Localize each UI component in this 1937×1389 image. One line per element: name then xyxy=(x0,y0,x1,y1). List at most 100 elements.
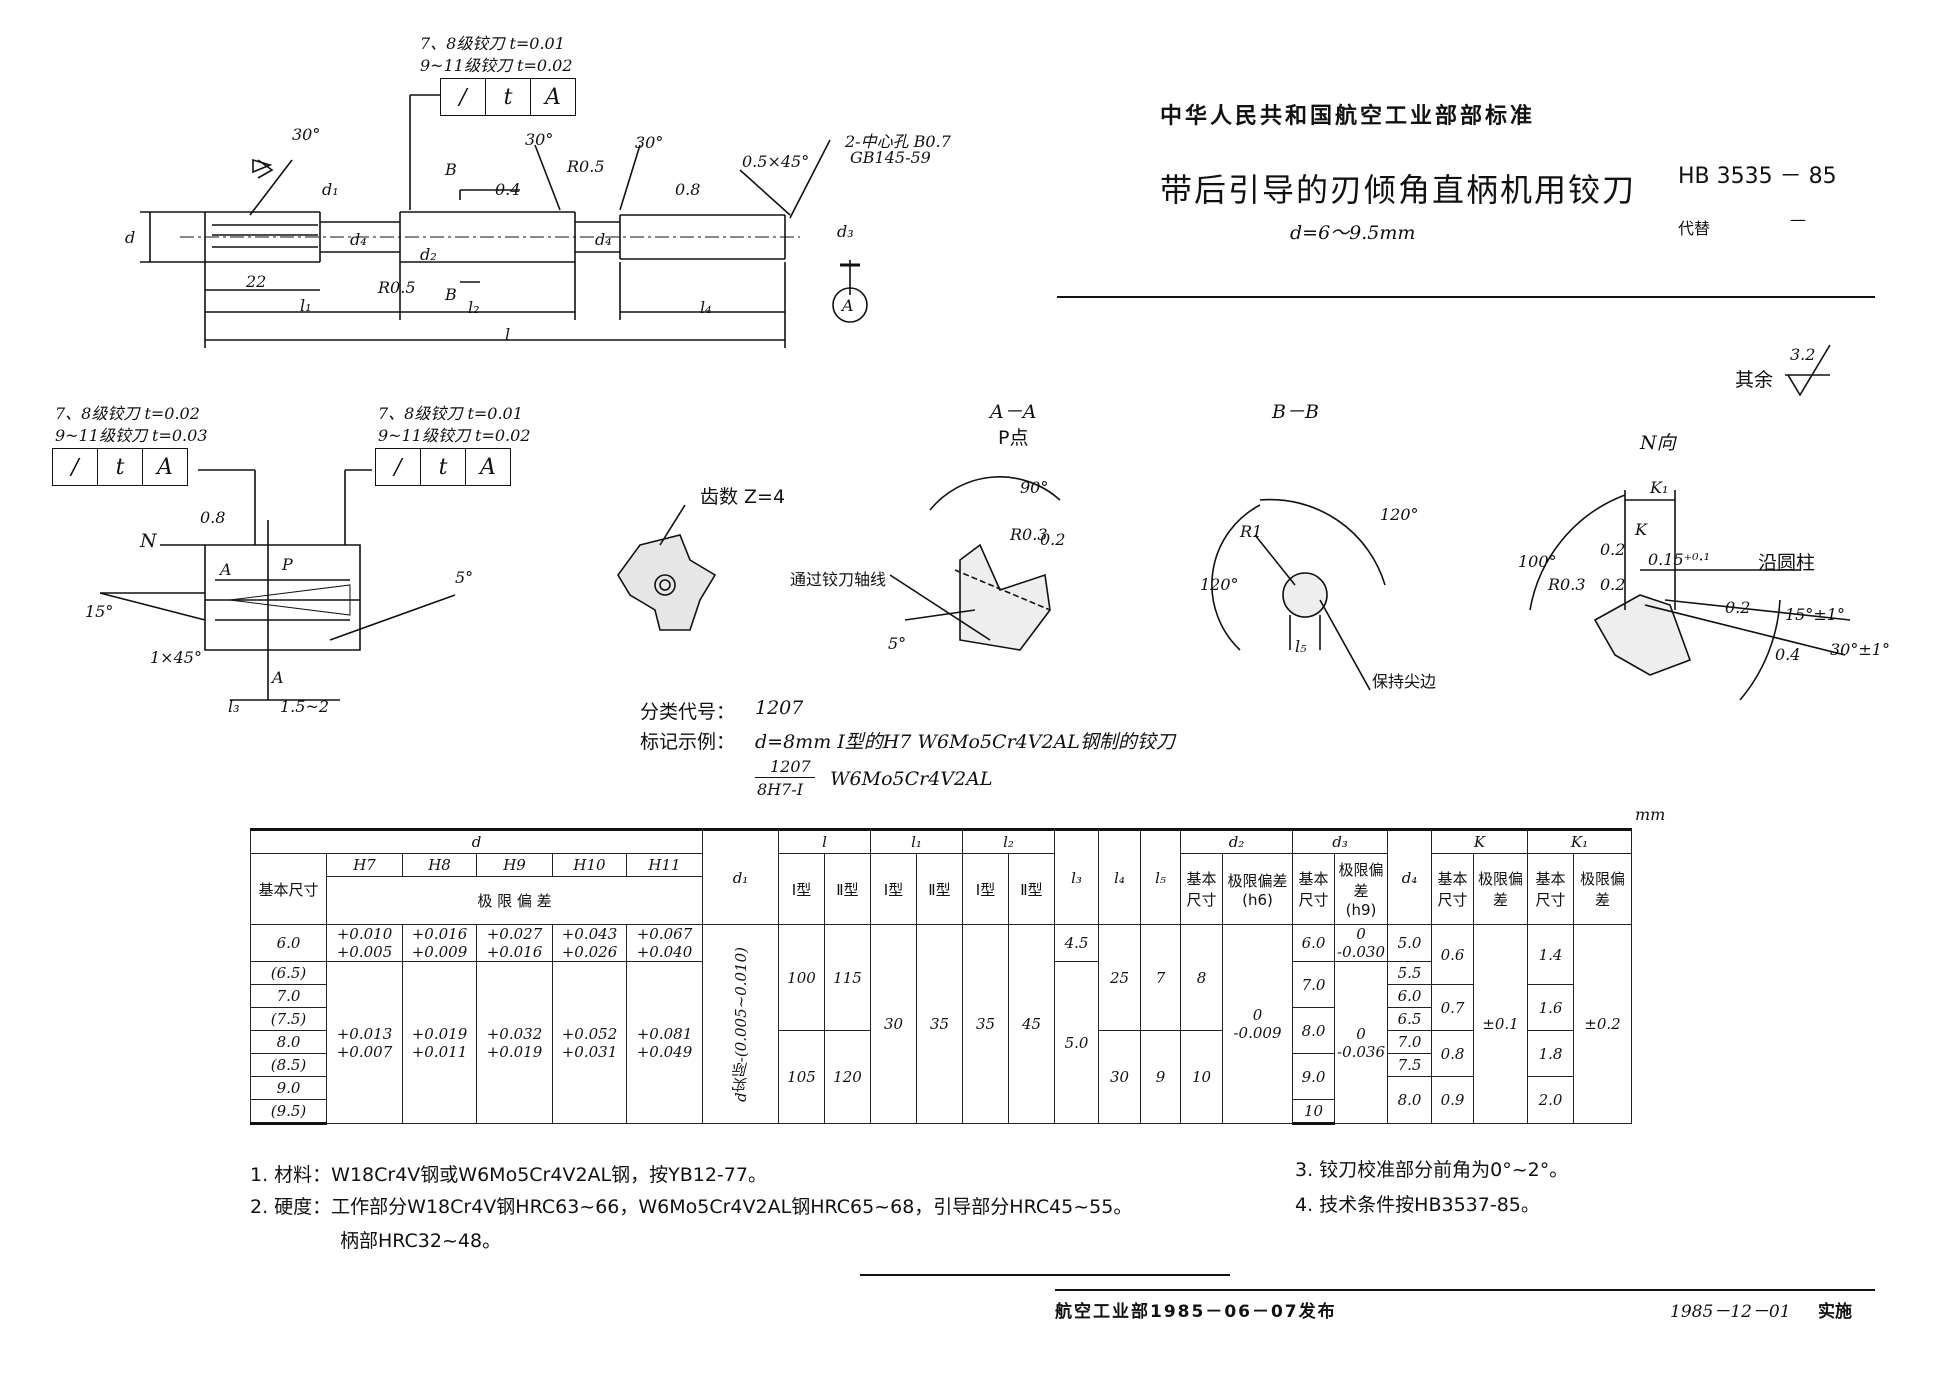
dev-h9: +0.032+0.019 xyxy=(476,961,553,1124)
doc-title: 带后引导的刃倾角直柄机用铰刀 xyxy=(1160,171,1637,209)
th-h10: H10 xyxy=(552,853,627,877)
tol-note-2b: 9~11级铰刀 t=0.03 xyxy=(55,426,208,445)
n-view xyxy=(1529,490,1851,701)
l3-b: 5.0 xyxy=(1054,961,1099,1124)
keep-edge-note: 保持尖边 xyxy=(1372,672,1437,691)
k1-value: 1.8 xyxy=(1527,1030,1575,1077)
th-type2: Ⅱ型 xyxy=(824,853,871,925)
radius-r03b: R0.3 xyxy=(1548,575,1586,594)
th-l4: l₄ xyxy=(1098,828,1141,925)
th-type1: Ⅰ型 xyxy=(962,853,1009,925)
d-size: (8.5) xyxy=(250,1053,327,1077)
fcf-frame-2: ∕ t A xyxy=(52,448,188,486)
l1-type1: 30 xyxy=(870,924,917,1124)
runout-icon: ∕ xyxy=(53,449,98,485)
l1-type2: 35 xyxy=(916,924,963,1124)
code-label: 分类代号： xyxy=(640,701,736,723)
dim-k: K xyxy=(1635,520,1647,539)
l5-b: 9 xyxy=(1140,1030,1181,1124)
th-limdev-h9: 极限偏差(h9) xyxy=(1333,853,1389,925)
impl-label: 实施 xyxy=(1818,1302,1852,1322)
spec-table: d d₁ l l₁ l₂ l₃ l₄ l₅ d₂ d₃ d₄ K K₁ 基本尺寸… xyxy=(250,828,1633,1125)
th-type1: Ⅰ型 xyxy=(870,853,917,925)
dim-d4b: d₄ xyxy=(595,230,612,249)
fraction-line xyxy=(755,777,815,778)
section-b-top: B xyxy=(445,160,457,179)
roughness-label: 其余 xyxy=(1735,369,1774,391)
angle-90: 90° xyxy=(1020,478,1049,497)
r05-label: R0.5 xyxy=(567,157,605,176)
org-header: 中华人民共和国航空工业部部标准 xyxy=(1160,104,1536,129)
d-size: (6.5) xyxy=(250,961,327,985)
d-size: 6.0 xyxy=(250,924,327,962)
r05-lower: R0.5 xyxy=(378,278,416,297)
l2-type2: 45 xyxy=(1008,924,1055,1124)
dev-h8: +0.016+0.009 xyxy=(402,924,477,962)
gb-note: GB145-59 xyxy=(850,148,931,167)
d3-value: 6.0 xyxy=(1292,924,1335,962)
dim-l3-range: 1.5~2 xyxy=(280,697,330,716)
th-type2: Ⅱ型 xyxy=(916,853,963,925)
l-type1-b: 105 xyxy=(778,1030,825,1124)
example-material: W6Mo5Cr4V2AL xyxy=(830,768,993,790)
label-p: P xyxy=(282,555,293,574)
dev-h7: +0.010+0.005 xyxy=(326,924,403,962)
note-3: 3. 铰刀校准部分前角为0°~2°。 xyxy=(1295,1159,1569,1181)
d3-value: 9.0 xyxy=(1292,1053,1335,1100)
th-l2: l₂ xyxy=(962,828,1055,854)
n-view-title: N向 xyxy=(1640,432,1676,454)
k1-value: 1.4 xyxy=(1527,924,1575,985)
note-2: 2. 硬度：工作部分W18Cr4V钢HRC63~66，W6Mo5Cr4V2AL钢… xyxy=(250,1196,1133,1218)
th-base: 基本尺寸 xyxy=(1292,853,1335,925)
th-limdev: 极限偏差 xyxy=(1573,853,1633,925)
fcf-datum: A xyxy=(545,84,561,110)
l-type2-a: 115 xyxy=(824,924,871,1031)
d2-dev: 0-0.009 xyxy=(1222,924,1293,1124)
d3-dev-1: 0-0.030 xyxy=(1333,924,1389,962)
section-b-bottom: B xyxy=(445,285,457,304)
datum-a: A xyxy=(842,296,854,315)
d3-dev-2: 0-0.036 xyxy=(1333,961,1389,1124)
fcf-t: t xyxy=(486,79,531,115)
radius-r03: R0.3 xyxy=(1010,525,1048,544)
tol-note-1a: 7、8级铰刀 t=0.01 xyxy=(420,34,565,53)
side-view xyxy=(140,94,868,348)
th-base: 基本尺寸 xyxy=(1180,853,1223,925)
k1-value: 1.6 xyxy=(1527,984,1575,1031)
view-n-label: N xyxy=(140,530,157,552)
teeth-count: 齿数 Z=4 xyxy=(700,486,786,508)
unit-label: mm xyxy=(1635,805,1666,824)
rough-02c: 0.2 xyxy=(1725,598,1751,617)
tol-note-1b: 9~11级铰刀 t=0.02 xyxy=(420,56,573,75)
section-aa-title: A－A xyxy=(990,401,1037,423)
section-bb xyxy=(1211,498,1386,691)
th-type2: Ⅱ型 xyxy=(1008,853,1055,925)
dim-d3: d₃ xyxy=(837,222,854,241)
th-k: K xyxy=(1431,828,1529,854)
fcf-datum: A xyxy=(157,454,173,480)
l3-a: 4.5 xyxy=(1054,924,1099,962)
th-k1: K₁ xyxy=(1527,828,1633,854)
l2-type1: 35 xyxy=(962,924,1009,1124)
tol-note-2a: 7、8级铰刀 t=0.02 xyxy=(55,404,200,423)
runout-icon: ∕ xyxy=(376,449,421,485)
rough-02a: 0.2 xyxy=(1600,540,1626,559)
note-2b: 柄部HRC32~48。 xyxy=(340,1230,502,1252)
detail-view xyxy=(99,469,456,701)
th-h11: H11 xyxy=(626,853,703,877)
angle-5b: 5° xyxy=(888,634,907,653)
dim-l2: l₂ xyxy=(468,298,480,317)
rough-04c: 0.4 xyxy=(1775,645,1801,664)
th-d1: d₁ xyxy=(702,828,779,925)
label-a-lower: A xyxy=(272,668,284,687)
rough-08-detail: 0.8 xyxy=(200,508,226,527)
fcf-t: t xyxy=(98,449,143,485)
chamfer-note: 0.5×45° xyxy=(742,152,810,171)
angle-15-tol: 15°±1° xyxy=(1785,605,1845,624)
dev-h8: +0.019+0.011 xyxy=(402,961,477,1124)
k-value: 0.6 xyxy=(1431,924,1475,985)
chamfer-1x45: 1×45° xyxy=(150,648,202,667)
dim-l4: l₄ xyxy=(700,298,712,317)
th-base: 基本尺寸 xyxy=(1431,853,1475,925)
